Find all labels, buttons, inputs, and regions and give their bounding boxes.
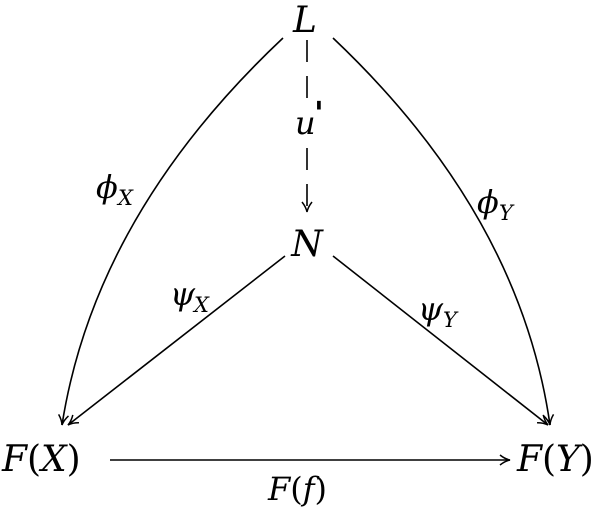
label-u-prime: u ' <box>290 94 324 142</box>
paren-close: ) <box>580 439 594 480</box>
paren-open: ( <box>542 439 556 480</box>
paren-open: ( <box>27 439 41 480</box>
svg-text:Y: Y <box>499 201 515 225</box>
functor-F: F <box>1 439 29 480</box>
object-F-of-Y: F(Y) <box>516 439 594 480</box>
object-N: N <box>290 224 324 265</box>
paren-close: ) <box>67 439 81 480</box>
arg-X: X <box>38 439 68 480</box>
svg-text:u: u <box>295 104 316 142</box>
svg-text:Y: Y <box>443 308 459 332</box>
svg-text:ψ: ψ <box>170 275 196 313</box>
object-F-of-X: F(X) <box>1 439 81 480</box>
svg-text:ϕ: ϕ <box>477 183 499 221</box>
arrow-phi-Y <box>332 37 555 426</box>
svg-text:ϕ: ϕ <box>96 168 118 206</box>
arrow-psi-Y <box>332 255 549 426</box>
object-L: L <box>292 0 317 41</box>
label-F-f: F(f) <box>267 470 327 508</box>
svg-text:F(Y): F(Y) <box>516 439 594 480</box>
arg-Y: Y <box>556 439 583 480</box>
functor-F: F <box>516 439 544 480</box>
label-psi-X: ψ X <box>170 275 210 317</box>
svg-text:ψ: ψ <box>418 290 444 328</box>
label-phi-Y: ϕ Y <box>477 183 515 225</box>
arrow-psi-X <box>67 255 286 426</box>
label-phi-X: ϕ X <box>96 168 134 210</box>
svg-text:F(f): F(f) <box>267 470 327 508</box>
svg-text:F(X): F(X) <box>1 439 81 480</box>
svg-text:X: X <box>116 186 134 210</box>
label-psi-Y: ψ Y <box>418 290 459 332</box>
arrow-phi-X <box>57 37 284 426</box>
svg-text:': ' <box>314 94 324 132</box>
svg-text:X: X <box>192 293 210 317</box>
